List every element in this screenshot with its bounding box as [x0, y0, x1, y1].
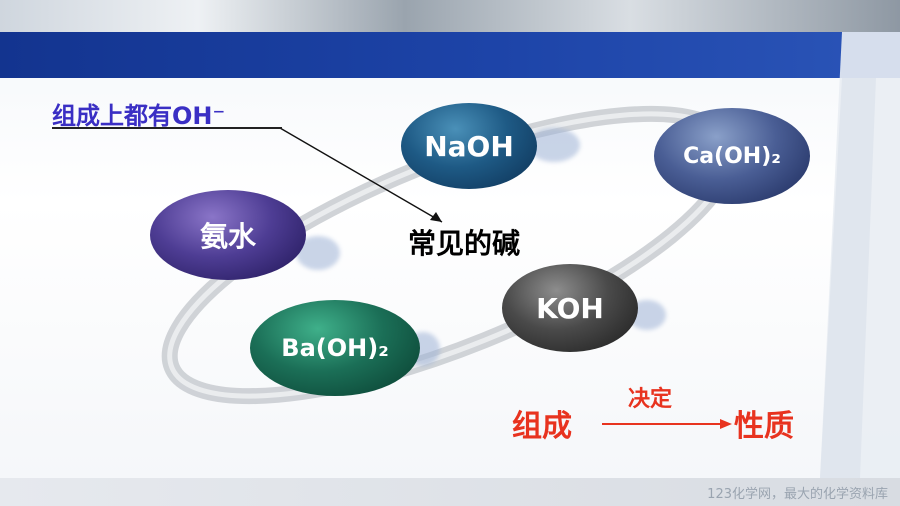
pointer-arrowhead — [430, 212, 442, 222]
composition-note: 组成上都有OH⁻ — [52, 102, 226, 130]
pointer-line — [279, 127, 443, 223]
relation-left: 组成 — [512, 409, 572, 444]
header-blue-band — [0, 32, 900, 78]
base-baoh2-label: Ba(OH)₂ — [281, 334, 389, 362]
composition-underline — [52, 127, 282, 129]
relation-right: 性质 — [734, 409, 794, 444]
base-ammonia-label: 氨水 — [199, 220, 256, 253]
relation-middle: 决定 — [628, 387, 673, 412]
base-baoh2: Ba(OH)₂ — [250, 300, 420, 396]
base-koh: KOH — [502, 264, 638, 352]
footer-bar — [0, 478, 900, 506]
base-caoh2: Ca(OH)₂ — [654, 108, 810, 204]
header-photo-strip — [0, 0, 900, 32]
base-koh-label: KOH — [536, 291, 604, 325]
base-ammonia: 氨水 — [150, 190, 306, 280]
footer-text: 123化学网，最大的化学资料库 — [707, 487, 888, 502]
base-caoh2-label: Ca(OH)₂ — [683, 143, 781, 169]
base-naoh-label: NaOH — [424, 129, 514, 163]
base-naoh: NaOH — [401, 103, 537, 189]
center-label: 常见的碱 — [408, 227, 521, 260]
relation-arrowhead — [720, 419, 732, 429]
